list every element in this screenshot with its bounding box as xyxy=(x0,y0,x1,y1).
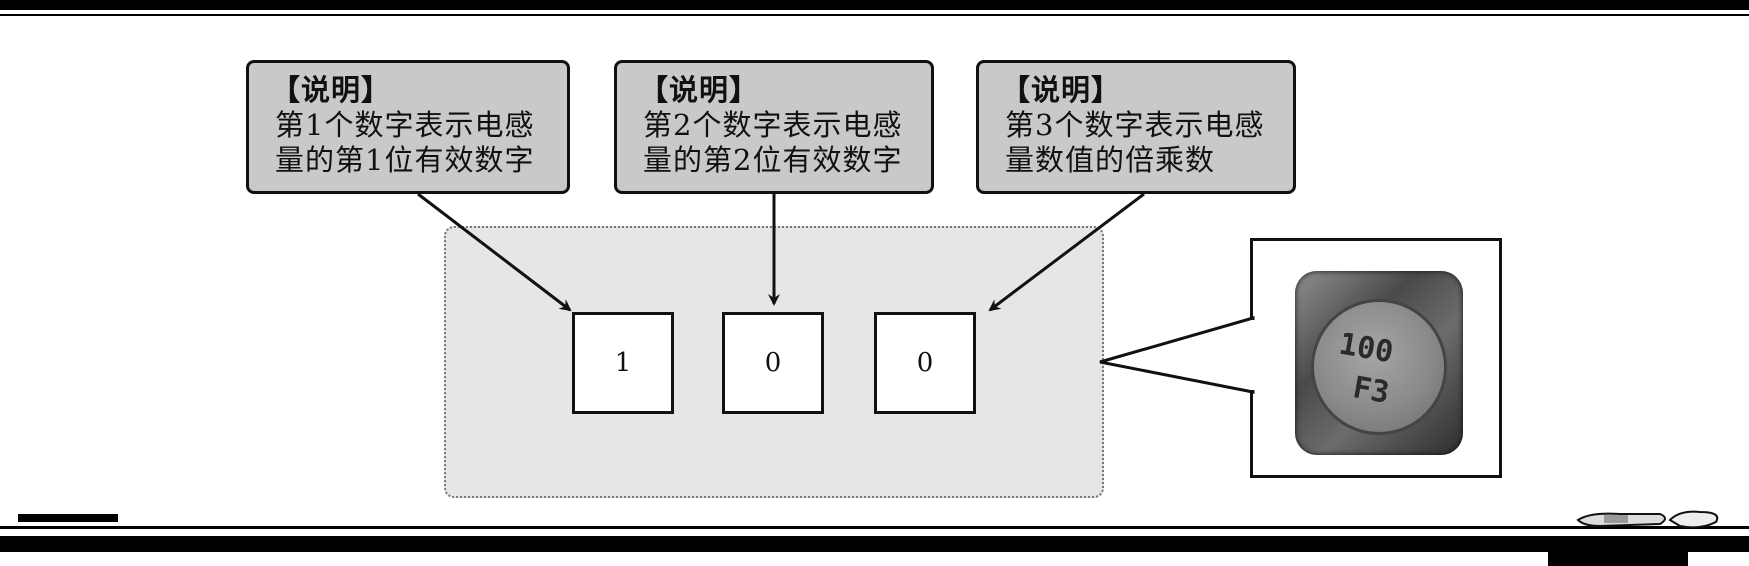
digit-box-first: 1 xyxy=(572,312,674,414)
photo-pointer-wedge xyxy=(1099,316,1255,394)
arrow-callout1-to-digit1 xyxy=(417,192,572,312)
digit-box-second: 0 xyxy=(722,312,824,414)
digit-value: 0 xyxy=(764,348,782,378)
callout-third-digit: 【说明】 第3个数字表示电感 量数值的倍乘数 xyxy=(976,60,1296,194)
digit-box-third: 0 xyxy=(874,312,976,414)
digit-value: 0 xyxy=(916,348,934,378)
callout-line: 第2个数字表示电感 xyxy=(643,108,903,142)
callout-line: 量的第2位有效数字 xyxy=(643,143,903,177)
callout-title: 【说明】 xyxy=(1001,73,1122,107)
callout-line: 第1个数字表示电感 xyxy=(275,108,535,142)
inductor-marking-face xyxy=(1311,299,1447,435)
callout-title: 【说明】 xyxy=(639,73,760,107)
callout-line: 量数值的倍乘数 xyxy=(1005,143,1216,177)
arrow-callout3-to-digit3 xyxy=(988,192,1145,312)
callout-first-digit: 【说明】 第1个数字表示电感 量的第1位有效数字 xyxy=(246,60,570,194)
inductor-photo: 100 F3 xyxy=(1250,238,1502,478)
callout-second-digit: 【说明】 第2个数字表示电感 量的第2位有效数字 xyxy=(614,60,934,194)
pen-decoration-icon xyxy=(1576,510,1719,529)
bottom-rule-thick xyxy=(0,536,1749,552)
callout-line: 第3个数字表示电感 xyxy=(1005,108,1265,142)
bottom-tab xyxy=(1548,552,1688,566)
digit-value: 1 xyxy=(614,348,632,378)
top-rule-thin xyxy=(0,14,1749,16)
bottom-short-bar xyxy=(18,514,118,522)
callout-title: 【说明】 xyxy=(271,73,392,107)
callout-line: 量的第1位有效数字 xyxy=(275,143,535,177)
top-rule-thick xyxy=(0,0,1749,10)
bottom-rule-thin xyxy=(0,526,1749,529)
